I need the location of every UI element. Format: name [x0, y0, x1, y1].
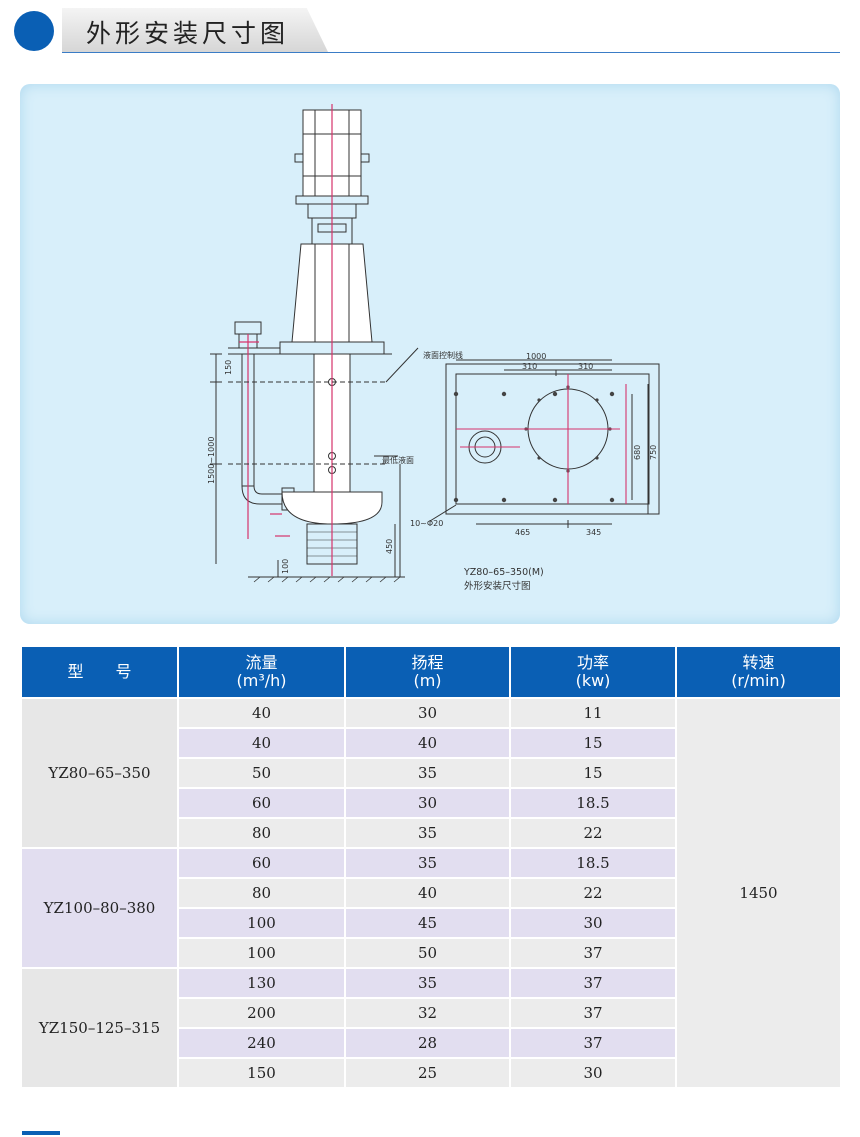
table-row: 40 40 15: [21, 727, 841, 759]
table-row: 80 40 22: [21, 877, 841, 909]
dim-100: 100: [281, 559, 290, 574]
plan-inner: [455, 373, 650, 505]
diagram-panel: 150 1500~1000 450 100 液面控制线 最低液面 1000 31…: [20, 84, 840, 624]
performance-table: 型 号 流量(m³/h) 扬程(m) 功率(kw) 转速(r/min) YZ80…: [20, 645, 842, 1089]
table-row: 80 35 22: [21, 817, 841, 849]
drawing-caption-title: 外形安装尺寸图: [464, 580, 531, 592]
header-bullet: [14, 11, 54, 51]
table-row: 100 50 37: [21, 937, 841, 969]
header-power: 功率(kw): [509, 645, 677, 699]
plan-outline: [445, 363, 660, 515]
ground-hatch: [253, 576, 401, 583]
table-row: 200 32 37: [21, 997, 841, 1029]
table-row: 240 28 37: [21, 1027, 841, 1059]
dim-150: 150: [224, 360, 233, 375]
page-title: 外形安装尺寸图: [86, 19, 290, 48]
table-row: 150 25 30: [21, 1057, 841, 1089]
header-flow: 流量(m³/h): [177, 645, 346, 699]
header-speed: 转速(r/min): [675, 645, 842, 699]
table-row: YZ150–125–315 130 35 37: [20, 967, 841, 1089]
model-cell: YZ100–80–380: [20, 847, 179, 969]
table-row: YZ80–65–350 40 30 11 1450: [20, 697, 842, 1089]
header-head: 扬程(m): [344, 645, 511, 699]
table-row: 50 35 15: [21, 757, 841, 789]
model-cell: YZ80–65–350: [20, 697, 179, 849]
dim-750: 750: [649, 445, 658, 460]
dim-310-a: 310: [522, 362, 537, 371]
dim-holes: 10~Φ20: [410, 519, 443, 528]
dim-1000: 1000: [526, 352, 546, 361]
dim-680: 680: [633, 445, 642, 460]
header-rule: [62, 52, 840, 53]
header-model: 型 号: [20, 645, 179, 699]
dim-450: 450: [385, 539, 394, 554]
drawing-caption-model: YZ80–65–350(M): [463, 567, 544, 578]
low-level-label: 最低液面: [382, 455, 414, 465]
dim-345: 345: [586, 528, 601, 537]
table-row: 60 30 18.5: [21, 787, 841, 819]
footer-accent-bar: [22, 1131, 60, 1135]
dim-465: 465: [515, 528, 530, 537]
control-level-label: 液面控制线: [423, 350, 463, 360]
model-cell: YZ150–125–315: [20, 967, 179, 1089]
centerlines: [239, 104, 333, 576]
bolt-holes: [453, 385, 615, 503]
table-row: 100 45 30: [21, 907, 841, 939]
table-header-row: 型 号 流量(m³/h) 扬程(m) 功率(kw) 转速(r/min): [20, 645, 842, 699]
dim-310-b: 310: [578, 362, 593, 371]
header-tab: [62, 8, 328, 52]
plan-centerlines: [456, 374, 627, 504]
table-row: YZ100–80–380 60 35 18.5: [20, 847, 841, 969]
installation-drawing: 150 1500~1000 450 100 液面控制线 最低液面 1000 31…: [207, 104, 660, 592]
speed-cell: 1450: [675, 697, 842, 1089]
dim-1500-1000: 1500~1000: [207, 437, 216, 484]
